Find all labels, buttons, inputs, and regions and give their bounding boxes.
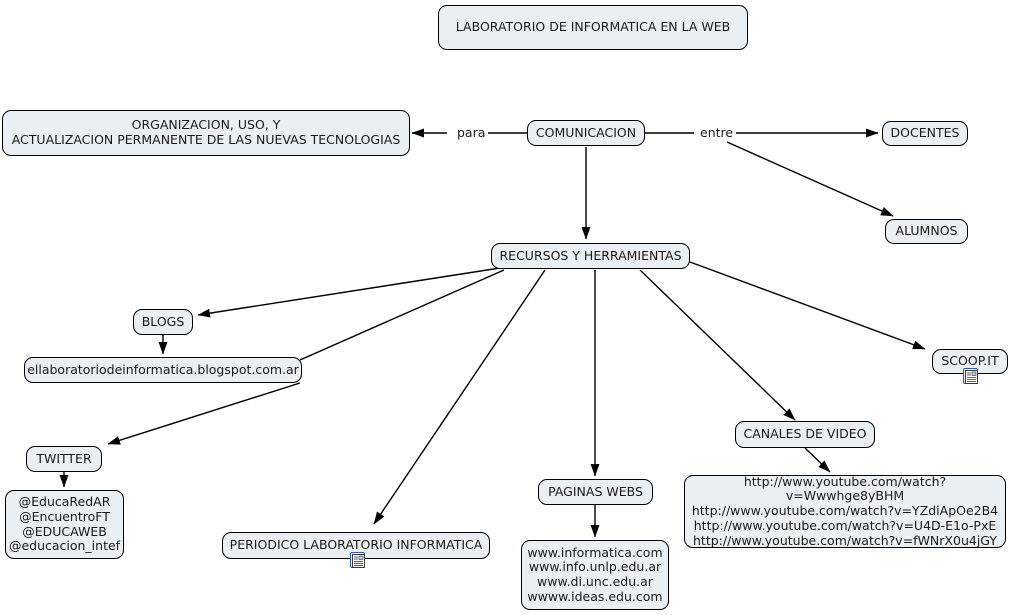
edge-recursos-canales [639, 269, 796, 421]
node-title[interactable]: LABORATORIO DE INFORMATICA EN LA WEB [438, 5, 748, 50]
edge-entre-alumnos [726, 141, 894, 217]
edge-recursos-twitter-b [107, 382, 301, 445]
edge-recursos-periodico [373, 269, 546, 525]
node-recursos-y-herramientas[interactable]: RECURSOS Y HERRAMIENTAS [491, 243, 690, 269]
node-twitter-handles[interactable]: @EducaRedAR @EncuentroFT @EDUCAWEB @educ… [5, 490, 124, 559]
node-paginas-list[interactable]: www.informatica.com www.info.unlp.edu.ar… [521, 540, 669, 610]
edge-recursos-blogs [197, 267, 501, 318]
node-organizacion[interactable]: ORGANIZACION, USO, Y ACTUALIZACION PERMA… [2, 110, 410, 156]
edge-label-entre: entre [697, 125, 737, 140]
node-periodico[interactable]: PERIODICO LABORATORIO INFORMATICA [222, 532, 490, 559]
node-comunicacion[interactable]: COMUNICACION [527, 120, 645, 146]
edge-label-para: para [454, 125, 489, 140]
node-docentes[interactable]: DOCENTES [882, 121, 968, 146]
edge-recursos-scoopit [689, 261, 926, 350]
scoopit-resource-document-icon[interactable] [963, 368, 978, 384]
node-videos-list[interactable]: http://www.youtube.com/watch?v=Wwwhge8yB… [684, 474, 1006, 548]
node-canales-de-video[interactable]: CANALES DE VIDEO [735, 421, 875, 448]
node-blog-url[interactable]: ellaboratoriodeinformatica.blogspot.com.… [24, 357, 302, 383]
node-paginas-webs[interactable]: PAGINAS WEBS [538, 479, 653, 505]
periodico-resource-document-icon[interactable] [350, 552, 365, 568]
edge-recursos-twitter-a [299, 269, 505, 361]
node-alumnos[interactable]: ALUMNOS [885, 219, 968, 244]
node-twitter[interactable]: TWITTER [26, 446, 102, 472]
edge-canales-videos [804, 447, 831, 473]
node-blogs[interactable]: BLOGS [133, 309, 193, 335]
node-scoopit[interactable]: SCOOP.IT [932, 349, 1008, 374]
